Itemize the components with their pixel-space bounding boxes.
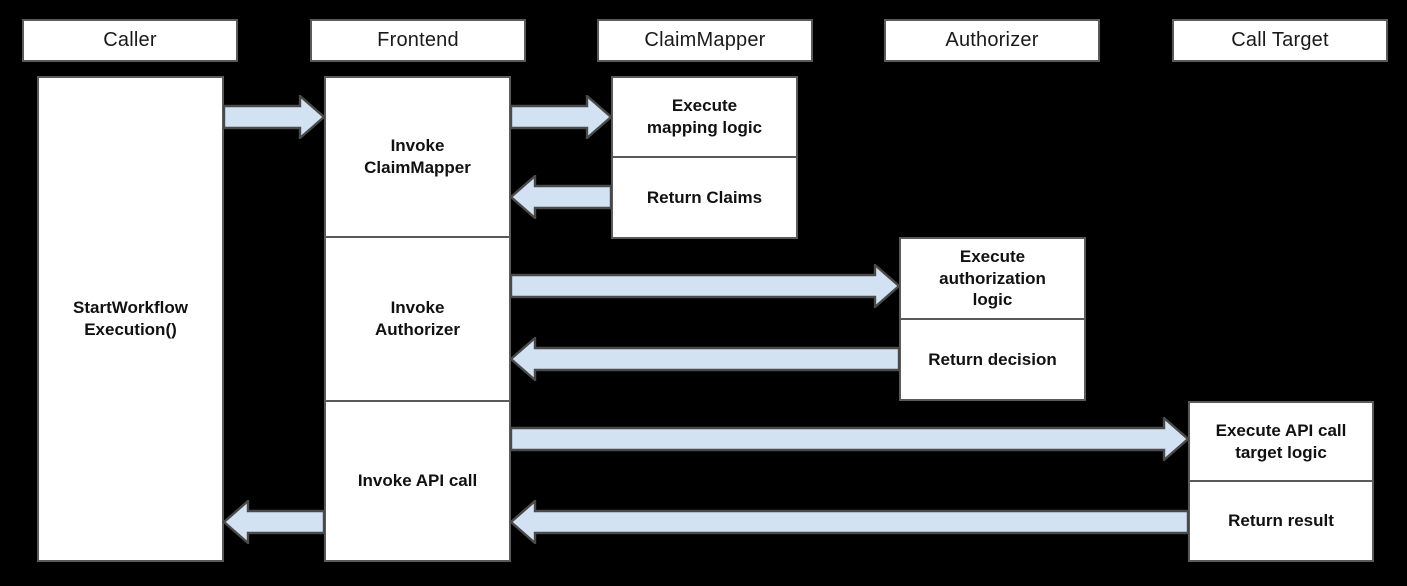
- lane-header-frontend: Frontend: [310, 19, 526, 62]
- message-arrow-authorizer-to-frontend: [510, 337, 900, 381]
- activation-authorizer-return: Return decision: [899, 319, 1086, 401]
- message-arrow-calltarget-to-frontend: [510, 500, 1189, 544]
- message-arrow-frontend-to-authorizer: [510, 264, 900, 308]
- activation-frontend-invoke-api-call: Invoke API call: [324, 401, 511, 562]
- activation-calltarget-return: Return result: [1188, 481, 1374, 562]
- lane-header-caller: Caller: [22, 19, 238, 62]
- lane-header-call-target: Call Target: [1172, 19, 1388, 62]
- lane-header-authorizer: Authorizer: [884, 19, 1100, 62]
- message-arrow-frontend-to-calltarget: [510, 417, 1189, 461]
- message-arrow-claimmapper-to-frontend: [510, 175, 612, 219]
- lane-header-frontend-label: Frontend: [377, 29, 459, 51]
- activation-frontend-invoke-api-call-label: Invoke API call: [357, 471, 478, 491]
- message-arrow-frontend-to-caller: [222, 500, 325, 544]
- activation-claimmapper-return-label: Return Claims: [646, 187, 763, 207]
- lane-header-authorizer-label: Authorizer: [945, 29, 1039, 51]
- activation-authorizer-return-label: Return decision: [928, 349, 1057, 369]
- message-arrow-caller-to-frontend: [223, 95, 325, 139]
- lane-header-claimmapper-label: ClaimMapper: [644, 29, 766, 51]
- activation-claimmapper-return: Return Claims: [611, 157, 798, 239]
- message-arrow-frontend-to-claimmapper: [510, 95, 612, 139]
- lane-header-call-target-label: Call Target: [1231, 29, 1329, 51]
- lane-header-caller-label: Caller: [103, 29, 157, 51]
- lane-header-claimmapper: ClaimMapper: [597, 19, 813, 62]
- activation-calltarget-return-label: Return result: [1228, 511, 1334, 531]
